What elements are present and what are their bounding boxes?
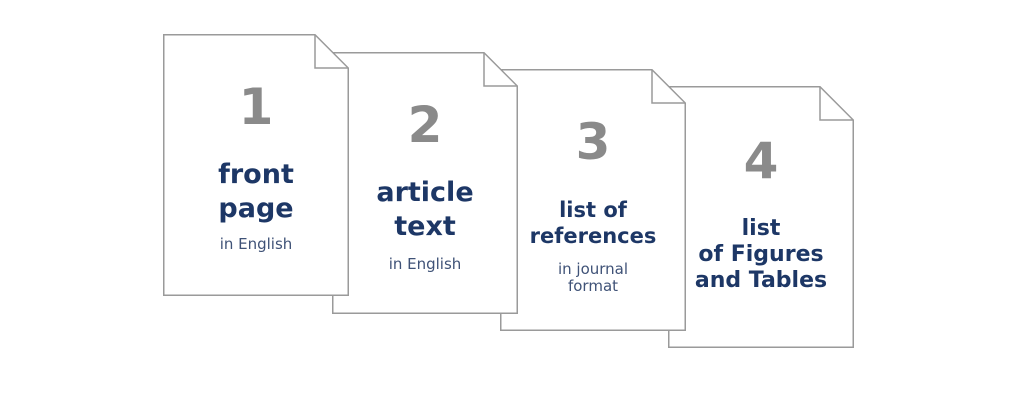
document-page-icon (163, 34, 349, 296)
document-subtitle: in journal format (557, 260, 629, 295)
document-title: front page (218, 159, 294, 224)
document-2: 2 article text in English (332, 52, 518, 314)
document-number: 2 (407, 96, 443, 154)
document-title: list of references (529, 198, 657, 248)
document-1: 1 front page in English (163, 34, 349, 296)
document-number: 4 (743, 132, 779, 190)
document-subtitle: in English (219, 235, 293, 253)
document-3: 3 list of references in journal format (500, 69, 686, 331)
document-title: list of Figures and Tables (694, 216, 828, 293)
document-4: 4 list of Figures and Tables (668, 86, 854, 348)
document-number: 3 (575, 113, 611, 171)
document-title: article text (376, 177, 474, 242)
document-subtitle: in English (388, 255, 462, 273)
document-number: 1 (238, 78, 274, 136)
